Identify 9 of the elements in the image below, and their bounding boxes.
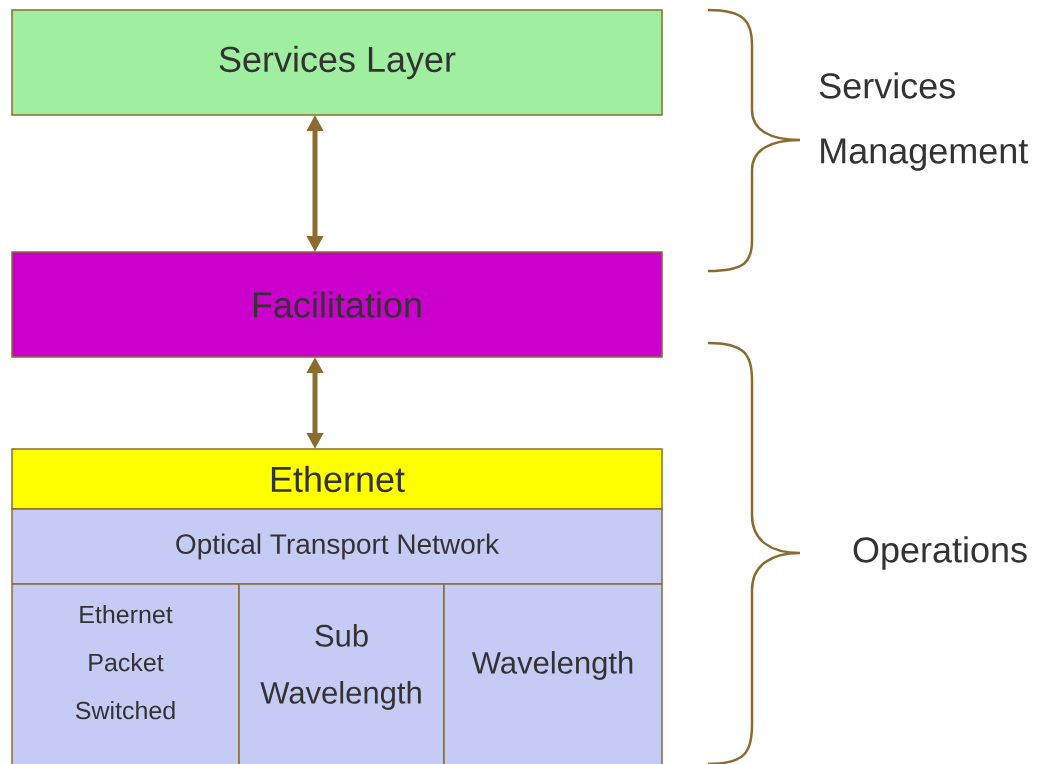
cell-box: Wavelength xyxy=(443,583,663,764)
layer-box: Facilitation xyxy=(11,251,663,358)
cell-box: Sub Wavelength xyxy=(238,583,445,764)
bracket-label: Services Management xyxy=(819,72,1029,171)
layer-box: Services Layer xyxy=(11,9,663,116)
cell-box: Ethernet Packet Switched xyxy=(11,583,240,764)
layer-box: Optical Transport Network xyxy=(11,508,663,585)
bracket-label: Operations xyxy=(853,536,1027,570)
layer-box: Ethernet xyxy=(11,448,663,510)
